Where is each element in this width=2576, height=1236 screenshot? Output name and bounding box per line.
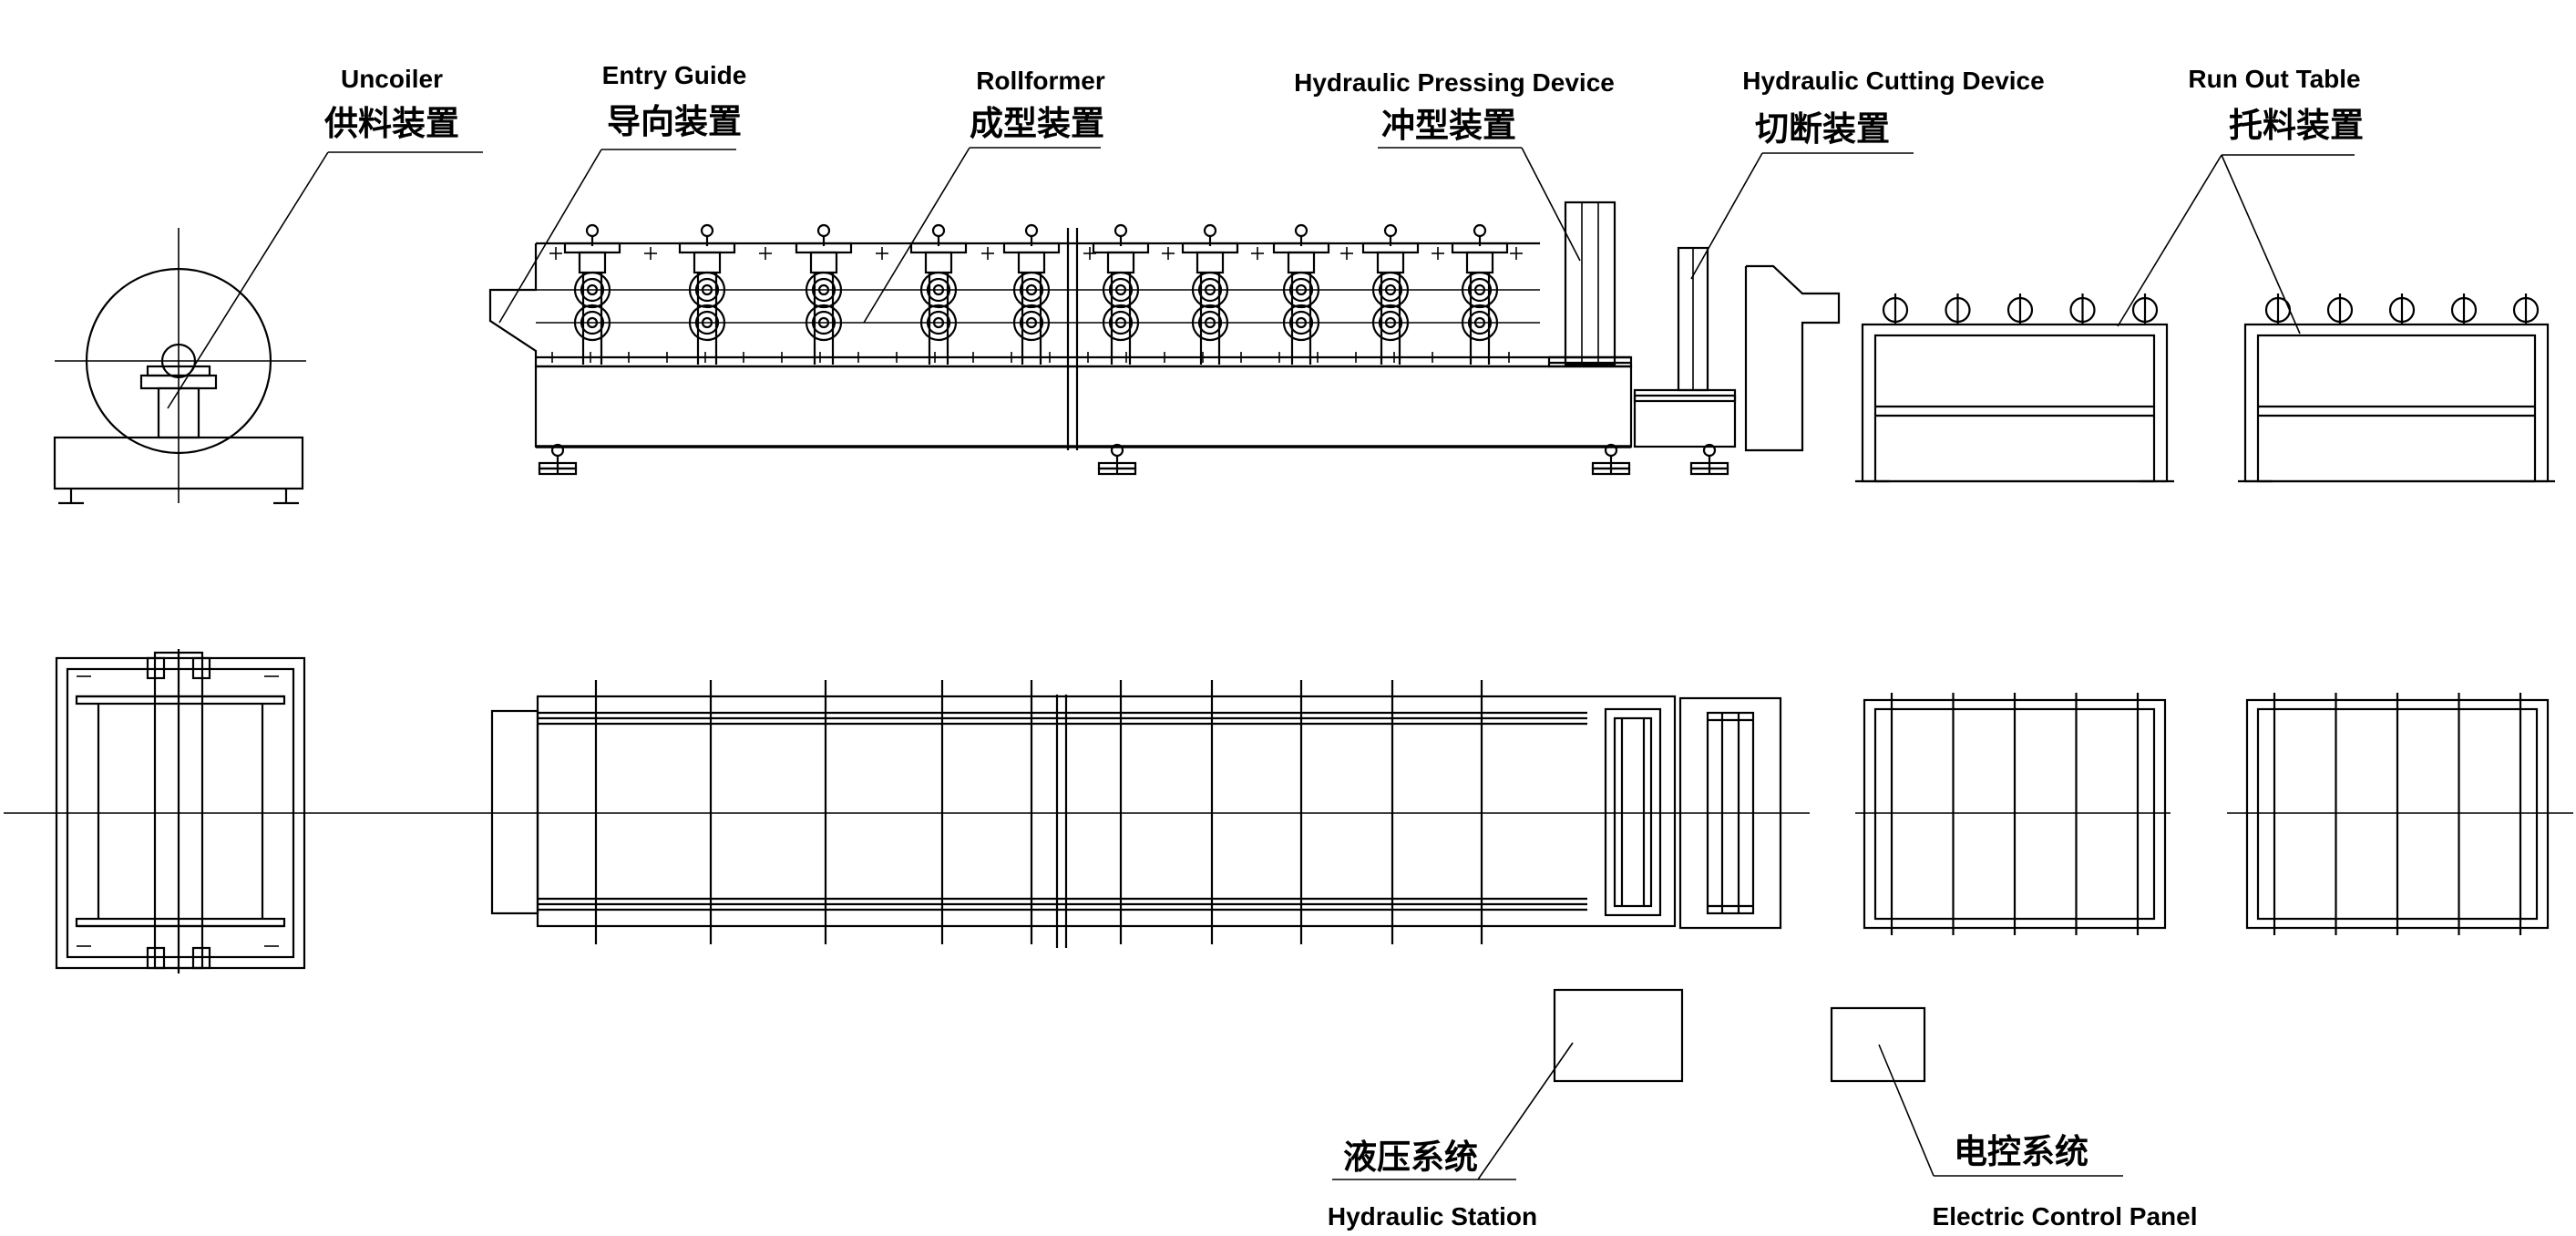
foot-plate [1097,467,1137,476]
electric-control-panel-box [1830,1006,1926,1083]
uncoiler-plan-view [55,649,306,973]
uncoiler-label-cn: 供料装置 [324,104,459,143]
rollformer-side-view [488,223,1729,476]
roller-station [1002,223,1061,365]
run-out-table-side [1855,294,2174,483]
run-out-tables-side-view [1855,294,2555,483]
entry-guide-label-en: Entry Guide [602,61,747,89]
rollformer-label: Rollformer 成型装置 [970,67,1105,143]
frame-plus-marks [548,247,1523,363]
hydraulic-cutting-label-cn: 切断装置 [1755,109,1890,149]
leader-lines [167,147,2355,1180]
hydraulic-pressing-label-cn: 冲型装置 [1381,106,1516,145]
hydraulic-station-box [1553,988,1684,1083]
run-out-table-side [2238,294,2555,483]
table-frame-inner [1873,334,2156,483]
station-block [578,251,607,274]
table-frame [1861,323,2169,483]
hydraulic-pressing-label: Hydraulic Pressing Device 冲型装置 [1294,68,1615,145]
roller-station [1092,223,1150,365]
station-block [1287,251,1316,274]
uncoiler-label: Uncoiler 供料装置 [324,65,459,143]
station-block [1196,251,1225,274]
rollformer-plan-view [490,680,1782,948]
station-bolt [700,223,714,238]
roller-station [909,223,968,365]
run-out-table-label-cn: 托料装置 [2229,106,2364,145]
hydraulic-cutting-label-en: Hydraulic Cutting Device [1742,67,2044,95]
hydraulic-station-label-en: Hydraulic Station [1328,1202,1537,1231]
station-bolt [816,223,831,238]
roller-shaft-lines [594,680,1483,944]
station-block [693,251,722,274]
foot-plate [1689,467,1729,476]
station-bolt [931,223,946,238]
hydraulic-cutting-device-side [1633,246,1841,452]
station-bolt [585,223,600,238]
uncoiler-side-view [53,228,306,505]
station-block [1465,251,1494,274]
electric-panel-label: 电控系统 Electric Control Panel [1933,1132,2198,1231]
station-block [1017,251,1046,274]
station-block [1106,251,1135,274]
run-out-table-label: Run Out Table 托料装置 [2188,65,2364,145]
machine-feet [538,443,1729,476]
station-block [809,251,838,274]
rollformer-label-cn: 成型装置 [970,104,1104,143]
table-frame [2243,323,2550,483]
uncoiler-label-en: Uncoiler [341,65,443,93]
roller-station [795,223,853,365]
electric-panel-label-en: Electric Control Panel [1933,1202,2198,1231]
foot-plate [1591,467,1631,476]
hydraulic-cutting-label: Hydraulic Cutting Device 切断装置 [1742,67,2044,149]
rollformer-label-en: Rollformer [976,67,1105,95]
hydraulic-pressing-label-en: Hydraulic Pressing Device [1294,68,1615,97]
roller-station [1272,223,1330,365]
station-bolt [1294,223,1309,238]
station-bolt [1473,223,1487,238]
hydraulic-station-label-cn: 液压系统 [1343,1138,1478,1177]
station-bolt [1383,223,1398,238]
roller-station [1361,223,1420,365]
roller-station [563,223,621,365]
entry-guide-label-cn: 导向装置 [607,102,742,141]
run-out-table-plan [2245,693,2550,935]
roller-station [678,223,736,365]
electric-panel-label-cn: 电控系统 [1954,1132,2089,1171]
station-bolt [1024,223,1039,238]
station-bolt [1203,223,1217,238]
hydraulic-station-label: 液压系统 Hydraulic Station [1328,1138,1537,1231]
run-out-table-label-en: Run Out Table [2188,65,2360,93]
roller-stations [536,223,1540,365]
run-out-table-plan [1863,693,2167,935]
hydraulic-pressing-device-side [1547,201,1633,368]
entry-guide-label: Entry Guide 导向装置 [602,61,747,141]
run-out-tables-plan-view [1863,693,2550,935]
station-block [924,251,953,274]
station-bolt [1114,223,1128,238]
foot-plate [538,467,578,476]
table-frame-inner [2256,334,2537,483]
station-block [1376,251,1405,274]
roller-station [1451,223,1509,365]
roller-station [1181,223,1239,365]
